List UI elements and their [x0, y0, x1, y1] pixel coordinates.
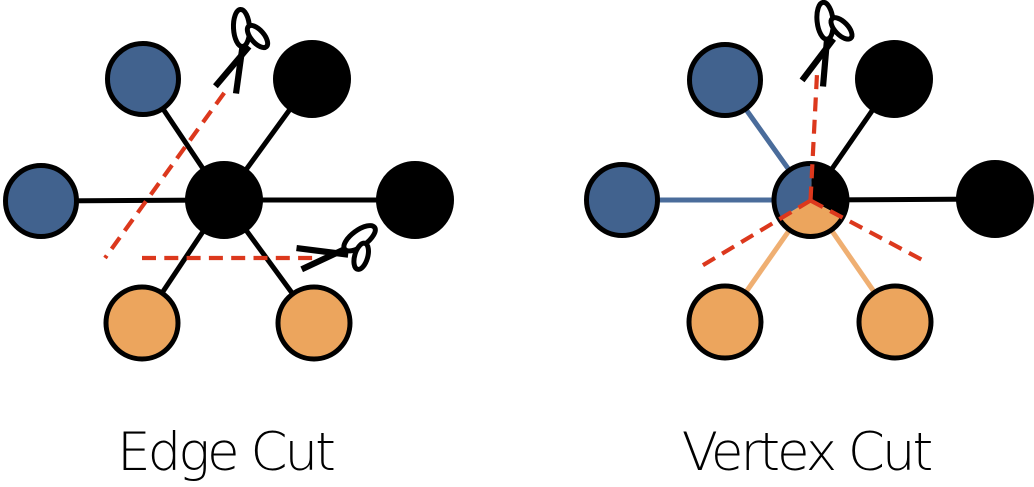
vertexcut-node-top-right-black: [855, 40, 933, 118]
edgecut-node-left-blue: [3, 163, 79, 239]
edgecut-node-right-black: [376, 161, 454, 239]
scissors-blade: [232, 46, 246, 94]
edgecut-scissors-top-icon: [213, 7, 271, 94]
edgecut-center-node: [185, 161, 263, 239]
vertexcut-center-node-outline: [771, 161, 850, 239]
edgecut-cut-diagonal: [103, 87, 229, 260]
edge-cut-diagram: [3, 7, 454, 362]
scissors-blade: [300, 246, 346, 273]
scissors-blade: [799, 36, 836, 83]
edgecut-node-bottom-left-orange: [103, 284, 181, 362]
edgecut-node-top-right-black: [273, 40, 351, 118]
vertexcut-scissors-top-icon: [799, 0, 855, 87]
vertex-cut-label: Vertex Cut: [681, 422, 934, 483]
vertexcut-node-right-black: [956, 160, 1034, 238]
scissors-handle-loop: [828, 15, 855, 42]
edge-cut-label: Edge Cut: [117, 422, 336, 483]
scissors-blade: [819, 38, 831, 87]
edgecut-scissors-bottom-icon: [296, 223, 378, 273]
vertexcut-node-top-left-blue: [687, 42, 763, 118]
vertexcut-node-bottom-right-orange: [856, 283, 934, 361]
vertexcut-node-left-blue: [584, 162, 660, 238]
edgecut-node-top-left-blue: [105, 41, 181, 117]
scissors-handle-loop: [351, 240, 371, 272]
vertexcut-center-node-sector-orange: [779, 200, 843, 237]
scissors-handle-loop: [244, 22, 271, 51]
vertexcut-node-bottom-left-orange: [686, 283, 764, 361]
edgecut-node-bottom-right-orange: [275, 284, 353, 362]
vertex-cut-diagram: [584, 0, 1034, 361]
